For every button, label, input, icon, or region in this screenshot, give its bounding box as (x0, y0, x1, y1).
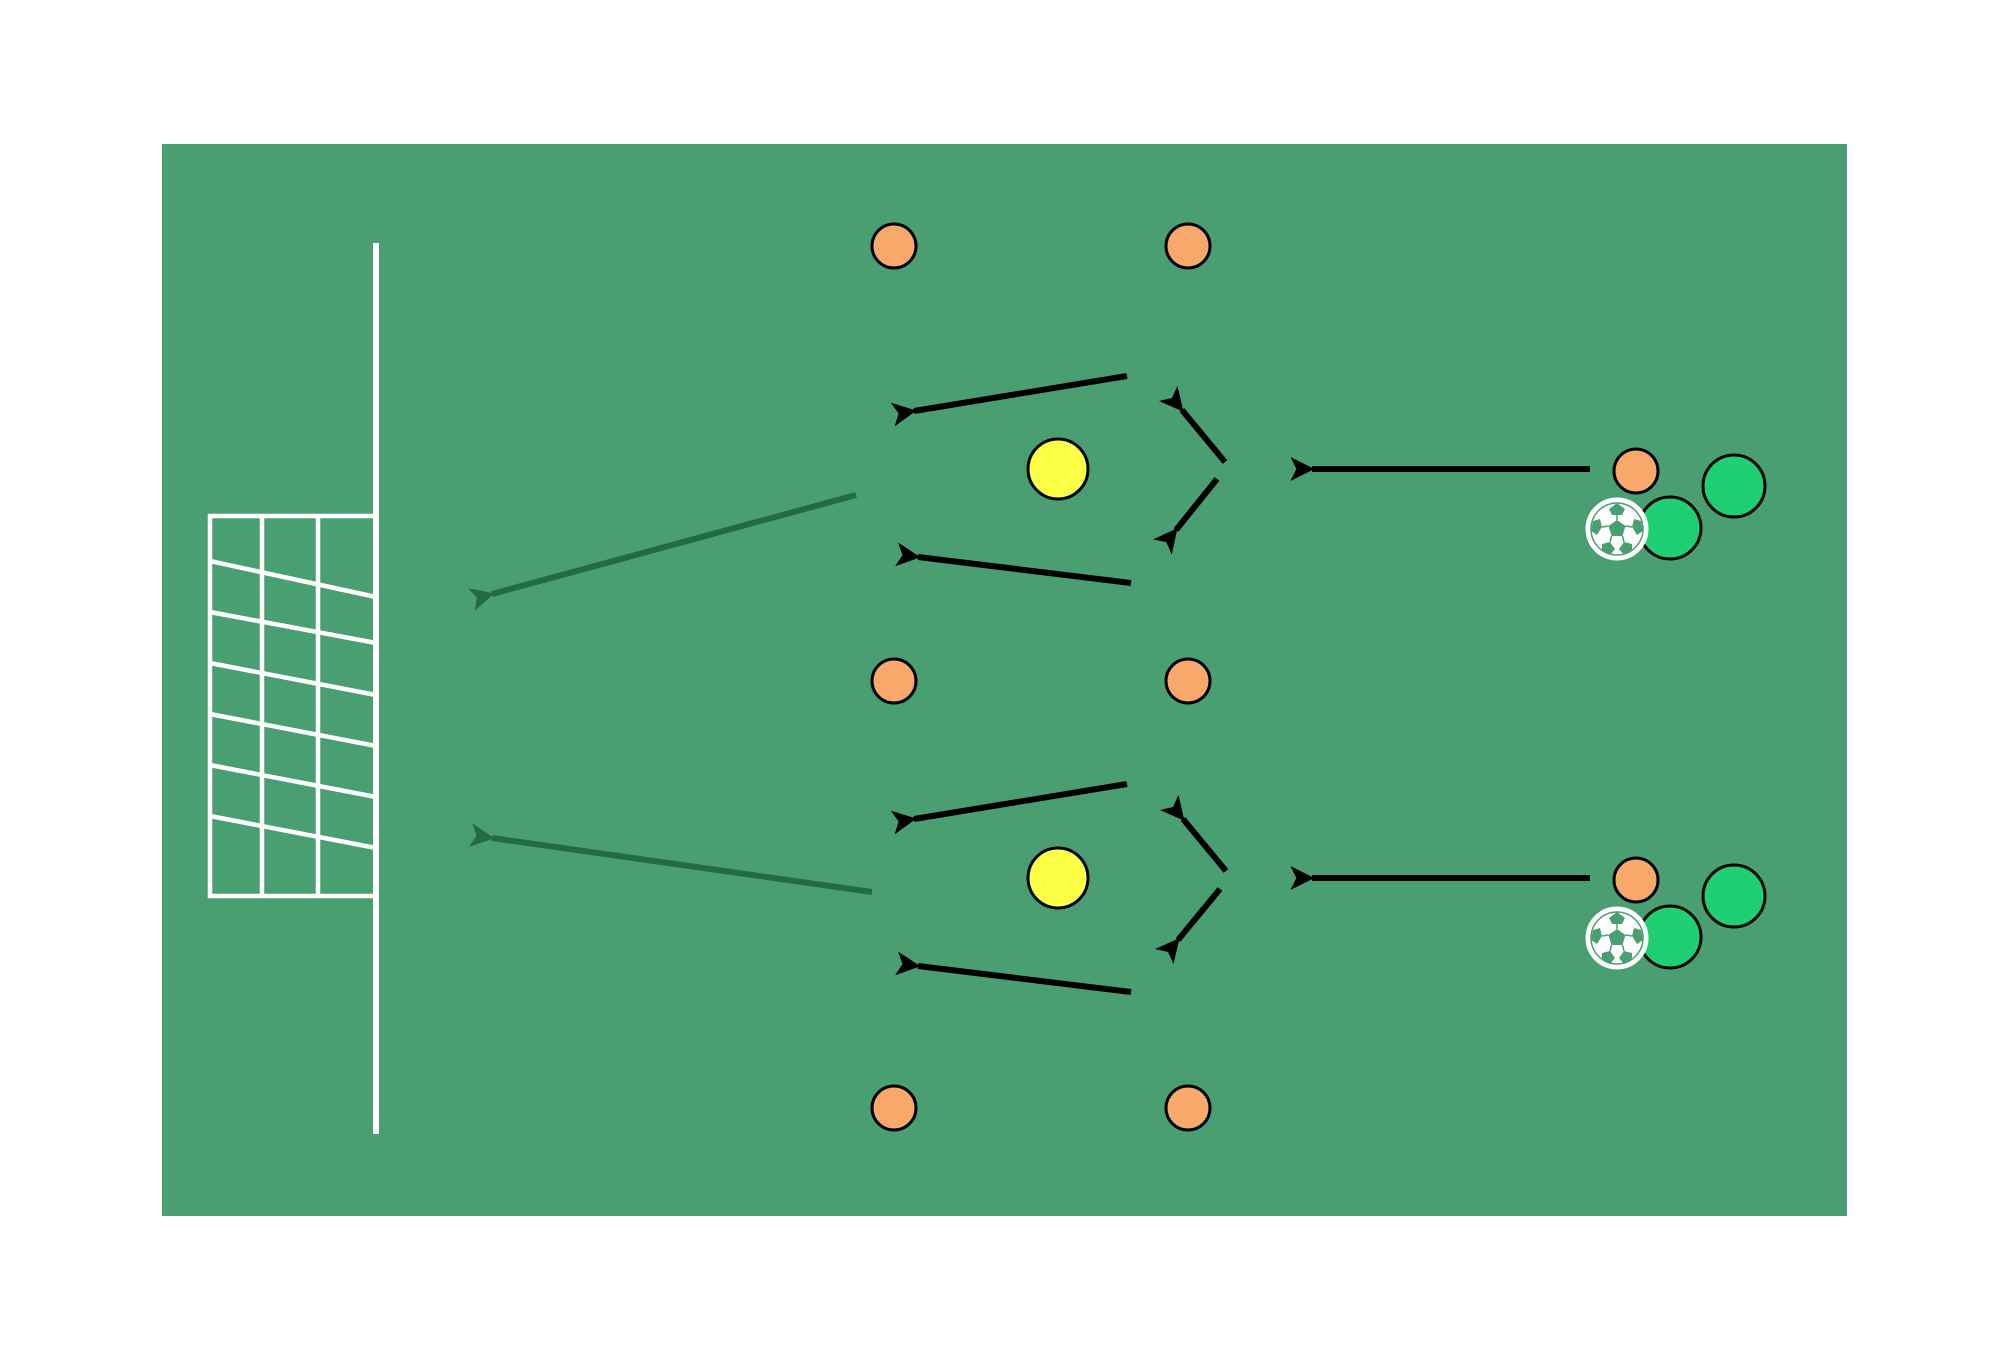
cone-marker (870, 657, 918, 705)
dribble-arrow (1158, 385, 1228, 464)
player-marker (1701, 863, 1767, 929)
shot-arrow (468, 492, 857, 612)
shot-arrow (468, 823, 873, 895)
mannequin-marker (1026, 846, 1090, 910)
cone-marker (870, 1084, 918, 1132)
dribble-arrow (890, 373, 1128, 427)
shots (468, 492, 873, 895)
dribble-runs (890, 373, 1590, 995)
soccer-ball-icon (1585, 906, 1649, 970)
players (1637, 453, 1767, 970)
dribble-arrow (1159, 794, 1229, 873)
dribble-arrow (1153, 477, 1220, 555)
mannequins (1026, 437, 1090, 910)
dribble-arrow (895, 951, 1132, 995)
player-marker (1701, 453, 1767, 519)
cones (870, 222, 1660, 1132)
soccer-ball-icon (1585, 497, 1649, 561)
cone-marker (1164, 222, 1212, 270)
cone-marker (870, 222, 918, 270)
mannequin-marker (1026, 437, 1090, 501)
pitch (162, 144, 1847, 1216)
dribble-arrow (895, 542, 1132, 586)
cone-marker (1612, 447, 1660, 495)
dribble-arrow (1155, 887, 1223, 965)
cone-marker (1612, 856, 1660, 904)
dribble-arrow (890, 781, 1128, 835)
cone-marker (1164, 657, 1212, 705)
cone-marker (1164, 1084, 1212, 1132)
goal-net (207, 513, 379, 899)
